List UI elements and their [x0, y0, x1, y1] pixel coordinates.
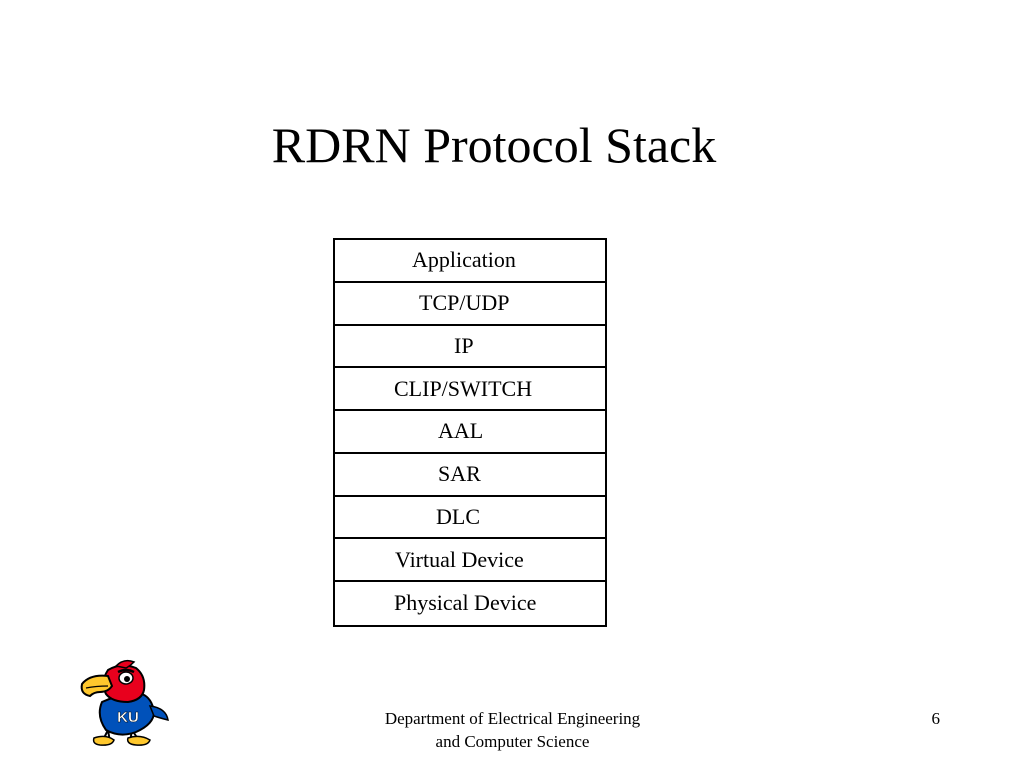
- page-number: 6: [931, 709, 941, 728]
- jayhawk-logo-icon: KU: [80, 659, 169, 746]
- stack-layer-sar: SAR: [335, 454, 605, 497]
- stack-layer-clip-switch: CLIP/SWITCH: [335, 368, 605, 411]
- layer-label: CLIP/SWITCH: [394, 375, 533, 401]
- slide-title: RDRN Protocol Stack: [271, 117, 717, 173]
- layer-label: Physical Device: [394, 590, 537, 616]
- ku-logo-text: KU: [117, 709, 139, 726]
- footer-department: Department of Electrical Engineering and…: [340, 707, 685, 753]
- layer-label: SAR: [438, 461, 481, 487]
- protocol-stack-diagram: Application TCP/UDP IP CLIP/SWITCH AAL S…: [333, 238, 607, 627]
- layer-label: AAL: [438, 418, 484, 444]
- stack-layer-dlc: DLC: [335, 497, 605, 540]
- layer-label: TCP/UDP: [419, 290, 510, 316]
- layer-label: DLC: [436, 503, 480, 529]
- layer-label: IP: [454, 332, 474, 358]
- layer-label: Virtual Device: [395, 546, 524, 572]
- layer-label: Application: [412, 247, 516, 273]
- footer-line-2: and Computer Science: [435, 732, 590, 751]
- footer-line-1: Department of Electrical Engineering: [384, 709, 641, 728]
- stack-layer-tcp-udp: TCP/UDP: [335, 283, 605, 326]
- stack-layer-physical-device: Physical Device: [335, 582, 605, 625]
- stack-layer-virtual-device: Virtual Device: [335, 539, 605, 582]
- stack-layer-aal: AAL: [335, 411, 605, 454]
- stack-layer-ip: IP: [335, 326, 605, 369]
- stack-layer-application: Application: [335, 240, 605, 283]
